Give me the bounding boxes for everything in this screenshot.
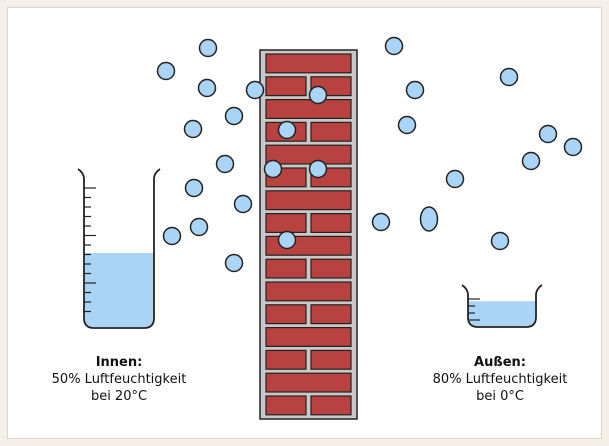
water-droplet (490, 231, 510, 251)
water-droplet (538, 124, 558, 144)
water-droplet (371, 212, 391, 232)
water-droplet (308, 85, 328, 105)
brick (265, 281, 352, 302)
water-droplet (183, 119, 203, 139)
brick (310, 121, 352, 142)
water-droplet (233, 194, 253, 214)
outside-beaker (461, 284, 543, 328)
brick (265, 327, 352, 348)
water-droplet (198, 38, 218, 58)
brick (265, 349, 307, 370)
inside-caption: Innen: 50% Luftfeuchtigkeit bei 20°C (19, 354, 219, 405)
water-vapor-droplets (156, 36, 583, 273)
water-droplet (245, 80, 265, 100)
water-droplet (308, 159, 328, 179)
water-droplet (215, 154, 235, 174)
water-droplet (263, 159, 283, 179)
brick (310, 395, 352, 416)
water-droplet (397, 115, 417, 135)
water-droplet (405, 80, 425, 100)
brick (265, 53, 352, 74)
water-droplet (162, 226, 182, 246)
water-droplet (445, 169, 465, 189)
inside-humidity: 50% Luftfeuchtigkeit (51, 372, 187, 387)
inside-title: Innen: (95, 355, 143, 370)
water-droplet (197, 78, 217, 98)
brick (265, 258, 307, 279)
water-droplet-elongated (419, 206, 439, 232)
inside-temperature: bei 20°C (90, 389, 148, 404)
brick (265, 190, 352, 211)
brick (310, 349, 352, 370)
brick (265, 98, 352, 119)
outside-temperature: bei 0°C (476, 389, 524, 404)
water-droplet (224, 106, 244, 126)
brick (265, 76, 307, 97)
brick (310, 258, 352, 279)
water-droplet (563, 137, 583, 157)
inside-beaker (77, 168, 161, 329)
water-droplet (499, 67, 519, 87)
brick (265, 144, 352, 165)
brick (265, 395, 307, 416)
brick (265, 372, 352, 393)
humidity-diagram (77, 36, 583, 420)
brick (310, 213, 352, 234)
outside-humidity: 80% Luftfeuchtigkeit (432, 372, 568, 387)
brick (265, 213, 307, 234)
brick-wall (259, 49, 358, 420)
water-droplet (189, 217, 209, 237)
water-droplet (277, 120, 297, 140)
diagram-panel: Innen: 50% Luftfeuchtigkeit bei 20°C Auß… (7, 7, 602, 439)
brick (265, 304, 307, 325)
water-droplet (277, 230, 297, 250)
water-droplet (184, 178, 204, 198)
water-droplet (156, 61, 176, 81)
water-droplet (521, 151, 541, 171)
water-droplet (384, 36, 404, 56)
outside-title: Außen: (474, 355, 526, 370)
outside-caption: Außen: 80% Luftfeuchtigkeit bei 0°C (400, 354, 600, 405)
water-droplet (224, 253, 244, 273)
brick (310, 304, 352, 325)
